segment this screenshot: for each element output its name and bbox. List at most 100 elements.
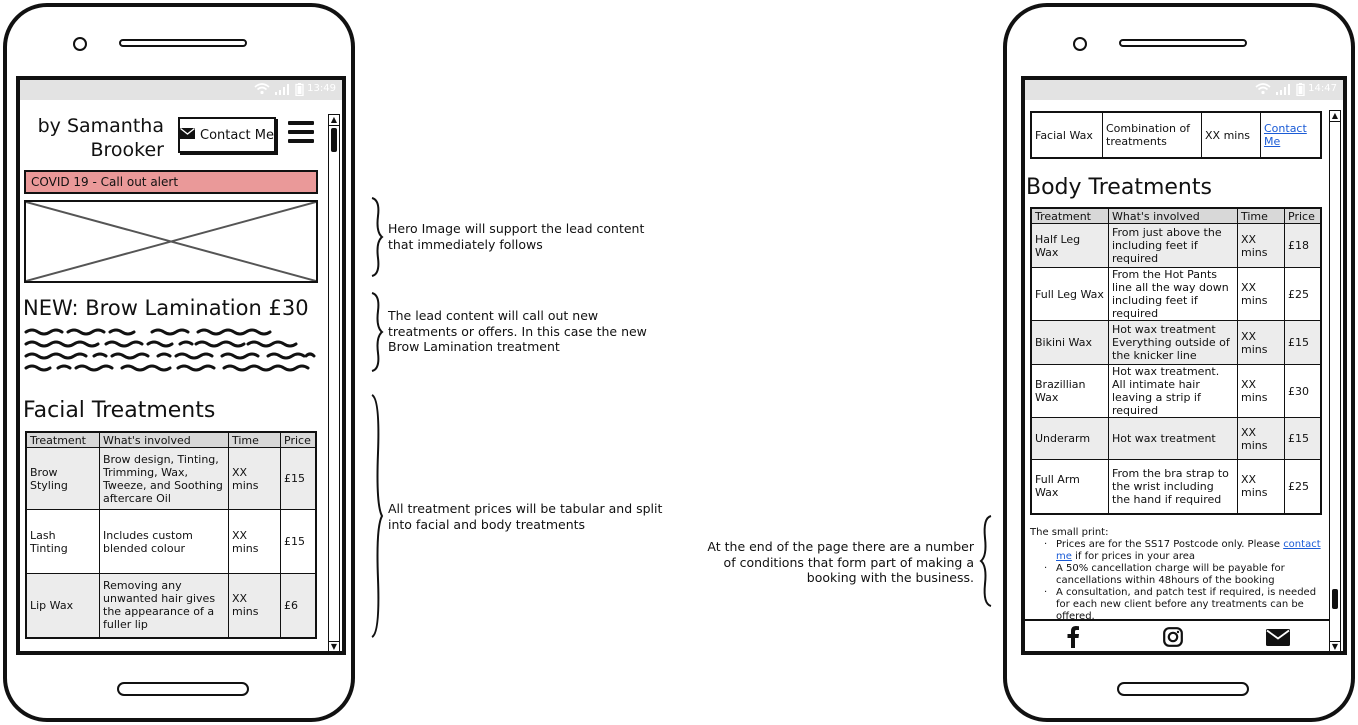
cell-time: XX mins	[1237, 417, 1285, 460]
contact-me-link[interactable]: Contact Me	[1264, 122, 1307, 148]
brace-hero	[371, 197, 384, 277]
condition-item: A consultation, and patch test if requir…	[1044, 587, 1326, 623]
condition-item: A 50% cancellation charge will be payabl…	[1044, 563, 1326, 587]
covid-alert[interactable]: COVID 19 - Call out alert	[24, 170, 318, 194]
brand-line-1: by Samantha	[37, 115, 164, 137]
table-row: Full Leg Wax From the Hot Pants line all…	[1030, 267, 1322, 321]
menu-icon[interactable]	[288, 121, 314, 148]
cell-price: £15	[280, 509, 317, 574]
table-row: Bikini Wax Hot wax treatment Everything …	[1030, 320, 1322, 365]
table-row: Full Arm Wax From the bra strap to the w…	[1030, 459, 1322, 514]
battery-icon	[1296, 83, 1305, 99]
cell-time: XX mins	[228, 573, 281, 638]
status-time: 14:47	[1308, 83, 1337, 94]
signal-icon	[1275, 83, 1291, 98]
status-bar: 13:49	[20, 80, 342, 100]
col-price: Price	[1284, 207, 1322, 224]
cell-treatment: Brow Styling	[25, 447, 100, 510]
col-price: Price	[280, 431, 317, 448]
status-bar: 14:47	[1025, 80, 1343, 100]
condition-item: Prices are for the SS17 Postcode only. P…	[1044, 539, 1326, 563]
cell-contact-link: Contact Me	[1260, 111, 1322, 159]
cell-involved: Includes custom blended colour	[99, 509, 229, 574]
cell-treatment: Half Leg Wax	[1030, 223, 1109, 268]
contact-me-link[interactable]: contact me	[1056, 539, 1321, 562]
cell-involved: Hot wax treatment. All intimate hair lea…	[1108, 364, 1238, 418]
contact-me-label: Contact Me	[200, 127, 274, 143]
table-row: Facial Wax Combination of treatments XX …	[1030, 111, 1322, 159]
col-involved: What's involved	[1108, 207, 1238, 224]
table-row: Brow Styling Brow design, Tinting, Trimm…	[25, 447, 317, 510]
annotation-hero: Hero Image will support the lead content…	[388, 221, 645, 252]
conditions-list: Prices are for the SS17 Postcode only. P…	[1030, 539, 1326, 623]
wifi-icon	[254, 83, 270, 98]
scrollbar[interactable]: ▲ ▼	[1329, 110, 1341, 651]
table-row: Lash Tinting Includes custom blended col…	[25, 509, 317, 574]
speaker-grille	[1119, 39, 1247, 47]
table-header-row: Treatment What's involved Time Price	[25, 431, 317, 448]
scrollbar[interactable]: ▲ ▼	[328, 114, 340, 651]
body-treatments-title: Body Treatments	[1026, 175, 1212, 200]
social-footer	[1025, 619, 1331, 651]
col-time: Time	[1237, 207, 1285, 224]
table-row: Brazillian Wax Hot wax treatment. All in…	[1030, 364, 1322, 418]
brace-conditions	[979, 515, 992, 607]
facial-wax-table: Facial Wax Combination of treatments XX …	[1030, 111, 1322, 159]
scroll-up-arrow-icon[interactable]: ▲	[1330, 111, 1340, 122]
scroll-up-arrow-icon[interactable]: ▲	[329, 115, 339, 126]
annotation-conditions: At the end of the page there are a numbe…	[707, 539, 974, 585]
annotation-lead: The lead content will call out new treat…	[388, 308, 647, 354]
cell-treatment: Underarm	[1030, 417, 1109, 460]
mail-icon[interactable]	[1265, 628, 1290, 650]
left-screen: 13:49 by Samantha Brooker Contact Me COV…	[16, 76, 346, 655]
cell-price: £6	[280, 573, 317, 638]
home-button[interactable]	[117, 682, 249, 696]
mail-icon	[180, 127, 196, 143]
cell-price: £15	[280, 447, 317, 510]
col-treatment: Treatment	[1030, 207, 1109, 224]
wifi-icon	[1255, 83, 1271, 98]
scroll-thumb[interactable]	[331, 128, 337, 152]
cell-involved: From the Hot Pants line all the way down…	[1108, 267, 1238, 321]
cell-time: XX mins	[1201, 111, 1261, 159]
placeholder-text	[24, 328, 316, 372]
facebook-icon[interactable]	[1066, 626, 1080, 651]
cell-time: XX mins	[228, 447, 281, 510]
battery-icon	[295, 83, 304, 99]
cell-price: £15	[1284, 417, 1322, 460]
cell-treatment: Lash Tinting	[25, 509, 100, 574]
cell-time: XX mins	[1237, 364, 1285, 418]
cell-time: XX mins	[1237, 320, 1285, 365]
facial-treatments-title: Facial Treatments	[23, 398, 216, 423]
cell-involved: From the bra strap to the wrist includin…	[1108, 459, 1238, 514]
status-time: 13:49	[307, 83, 336, 94]
right-screen: 14:47 Facial Wax Combination of treatmen…	[1021, 76, 1347, 655]
scroll-down-arrow-icon[interactable]: ▼	[329, 641, 339, 651]
scroll-thumb[interactable]	[1332, 589, 1338, 609]
table-row: Underarm Hot wax treatment XX mins £15	[1030, 417, 1322, 460]
cell-treatment: Full Arm Wax	[1030, 459, 1109, 514]
cell-involved: Hot wax treatment	[1108, 417, 1238, 460]
cell-price: £25	[1284, 267, 1322, 321]
hero-image	[24, 200, 318, 283]
camera-icon	[73, 37, 87, 51]
cell-time: XX mins	[1237, 223, 1285, 268]
brand-line-2: Brooker	[90, 139, 164, 161]
scroll-down-arrow-icon[interactable]: ▼	[1330, 641, 1340, 651]
col-time: Time	[228, 431, 281, 448]
cell-involved: From just above the including feet if re…	[1108, 223, 1238, 268]
cell-treatment: Bikini Wax	[1030, 320, 1109, 365]
col-treatment: Treatment	[25, 431, 100, 448]
contact-me-button[interactable]: Contact Me	[178, 117, 276, 153]
cell-treatment: Brazillian Wax	[1030, 364, 1109, 418]
home-button[interactable]	[1117, 682, 1249, 696]
instagram-icon[interactable]	[1163, 627, 1183, 651]
cell-time: XX mins	[1237, 459, 1285, 514]
cell-time: XX mins	[1237, 267, 1285, 321]
table-row: Lip Wax Removing any unwanted hair gives…	[25, 573, 317, 638]
body-treatments-table: Treatment What's involved Time Price Hal…	[1030, 207, 1322, 515]
cell-price: £18	[1284, 223, 1322, 268]
brace-prices	[371, 394, 384, 638]
small-print-title: The small print:	[1030, 527, 1109, 538]
camera-icon	[1073, 37, 1087, 51]
